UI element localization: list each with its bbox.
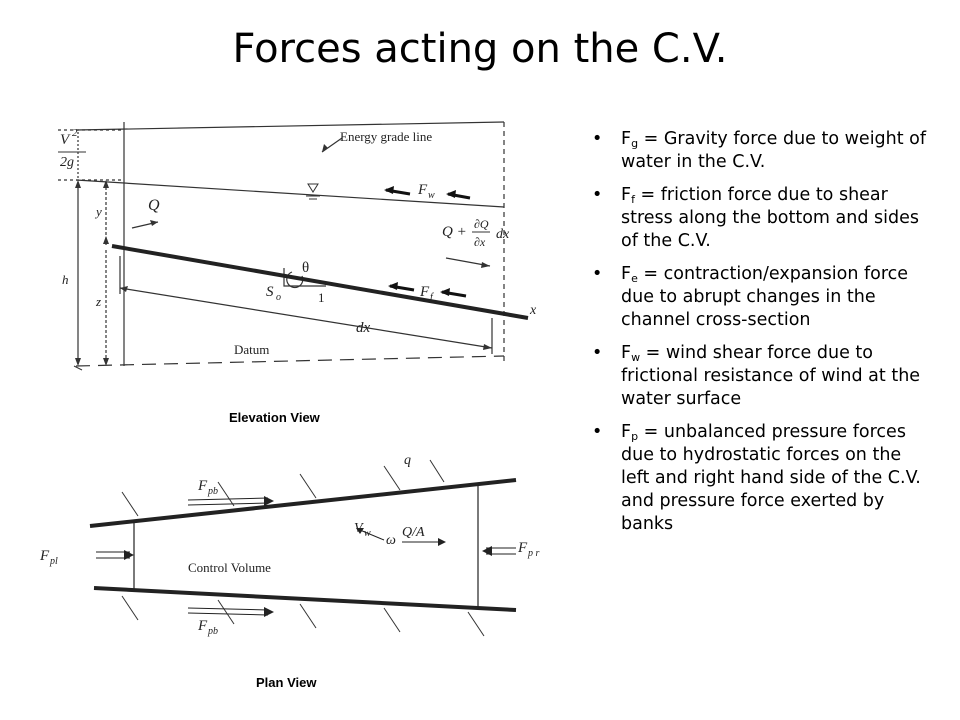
datum-line	[75, 355, 505, 367]
elevation-view-diagram: V 2 2g Energy grade line Q y h z F w Q +…	[58, 121, 537, 371]
bullet-wind-shear-force: •Fw = wind shear force due to frictional…	[592, 343, 921, 409]
elevation-label: z	[95, 294, 101, 309]
omega-label: ω	[386, 533, 396, 548]
bank-force-top-sub: pb	[207, 486, 218, 497]
slide-title: Forces acting on the C.V.	[232, 26, 728, 72]
bottom-bank-line	[93, 586, 517, 612]
left-force-label: F	[39, 548, 50, 564]
velocity-head-den: 2g	[60, 155, 74, 170]
wind-force-label: F	[417, 182, 428, 198]
energy-grade-label: Energy grade line	[340, 129, 432, 144]
friction-force-sub: f	[430, 292, 434, 303]
velocity-head-exp: 2	[72, 127, 78, 139]
friction-force-label: F	[419, 284, 430, 300]
bank-force-top-label: F	[197, 478, 208, 494]
plan-view-diagram: q F pb F pb F pl F p r V w ω Q/A Control…	[39, 453, 540, 637]
slope-sub: o	[276, 292, 281, 303]
head-label: h	[62, 272, 69, 287]
water-surface-icon	[306, 183, 320, 200]
right-force-label: F	[517, 540, 528, 556]
bullet-friction-force: •Ff = friction force due to shear stress…	[592, 185, 920, 251]
bank-force-bottom-arrow	[187, 607, 269, 611]
force-definitions-list: •Fg = Gravity force due to weight of wat…	[592, 128, 927, 546]
wind-force-sub: w	[428, 190, 435, 201]
bank-force-top-arrow	[187, 497, 269, 501]
velocity-label: Q/A	[402, 525, 425, 540]
wind-velocity-arrow	[359, 529, 385, 541]
bullet-contraction-expansion-force: •Fe = contraction/expansion force due to…	[592, 264, 909, 330]
outflow-num: ∂Q	[474, 217, 489, 231]
bank-hatch-bottom	[121, 595, 485, 637]
energy-grade-line	[75, 121, 505, 131]
outflow-den: ∂x	[474, 235, 486, 249]
wind-velocity-label: V	[354, 521, 364, 536]
right-force-sub: p r	[527, 548, 540, 559]
lateral-inflow-arrows	[121, 459, 445, 517]
elevation-view-caption: Elevation View	[229, 410, 320, 425]
velocity-head-num: V	[60, 132, 71, 148]
x-axis-label: x	[529, 303, 537, 318]
outflow-dx: dx	[496, 227, 510, 242]
channel-bed-line	[111, 244, 529, 320]
control-volume-label: Control Volume	[188, 560, 271, 575]
bullet-gravity-force: •Fg = Gravity force due to weight of wat…	[592, 129, 927, 172]
plan-view-caption: Plan View	[256, 675, 317, 690]
flow-label: Q	[148, 197, 160, 214]
depth-label: y	[94, 204, 102, 219]
slope-label: S	[266, 284, 274, 300]
outflow-label: Q +	[442, 224, 467, 240]
wind-velocity-sub: w	[364, 528, 371, 539]
lateral-inflow-label: q	[404, 453, 411, 468]
water-surface-line	[75, 179, 505, 208]
left-force-sub: pl	[49, 556, 58, 567]
dx-dimension-line	[119, 287, 493, 349]
bullet-pressure-force: •Fp = unbalanced pressure forces due to …	[592, 422, 921, 534]
length-label: dx	[356, 320, 371, 336]
bank-force-bottom-label: F	[197, 618, 208, 634]
theta-label: θ	[302, 260, 309, 276]
datum-label: Datum	[234, 342, 269, 357]
one-label: 1	[318, 290, 325, 305]
top-bank-line	[89, 478, 517, 528]
bank-force-bottom-sub: pb	[207, 626, 218, 637]
